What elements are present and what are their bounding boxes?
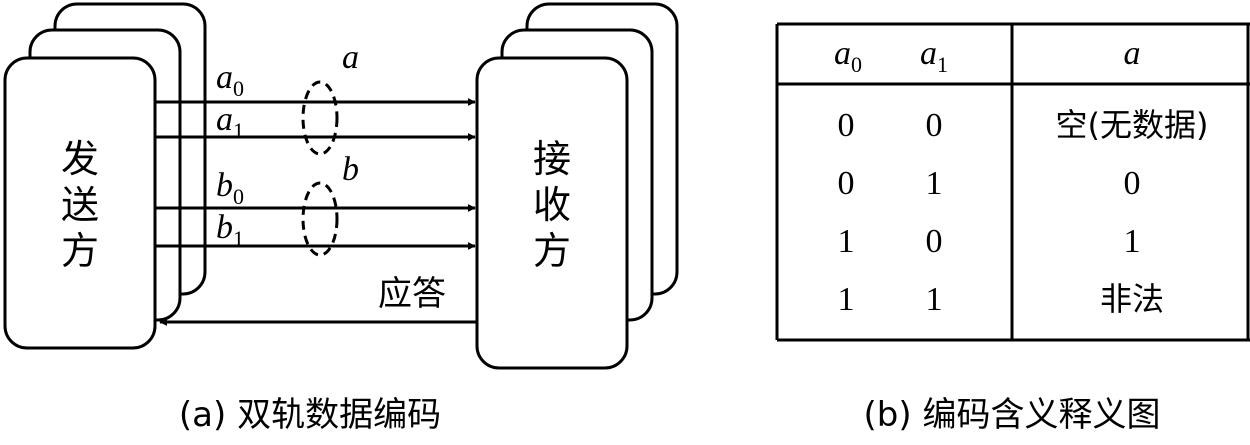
table-row: 1 1 非法 [838,280,1165,318]
table-cell: 1 [926,165,943,202]
receiver-label-3: 方 [533,229,571,273]
wire-label-a1: a1 [216,101,244,143]
table-row: 0 1 0 [838,165,1141,202]
table-cell: 1 [926,281,943,318]
sender-label-2: 送 [61,183,99,227]
table-cell: 0 [926,107,943,144]
table-cell: 0 [838,107,855,144]
wire-label-a0: a0 [216,59,244,101]
wire-label-b1: b1 [216,209,244,251]
sender-box-front [3,56,157,350]
receiver-stack [475,2,679,370]
group-ellipse-a [301,80,339,156]
ack-label: 应答 [378,274,446,314]
table-header-a1: a1 [920,35,948,77]
sender-label-3: 方 [61,229,99,273]
sender-label-1: 发 [61,137,99,181]
table-header-a0: a0 [834,35,862,77]
encoding-table [775,22,1250,342]
receiver-label-1: 接 [533,137,571,181]
receiver-label-2: 收 [533,183,571,227]
receiver-box-front [475,56,629,370]
group-ellipse-b [301,181,339,257]
table-cell: 1 [1124,223,1141,260]
table-cell: 1 [838,223,855,260]
table-cell: 非法 [1100,280,1164,318]
group-label-b: b [342,151,359,188]
table-header-a: a [1124,35,1141,72]
table-cell: 0 [926,223,943,260]
data-wires [155,98,476,250]
table-cell: 空(无数据) [1056,106,1209,144]
sender-stack [3,2,207,350]
caption-b: (b) 编码含义释义图 [864,395,1161,435]
table-cell: 0 [838,165,855,202]
wire-label-b0: b0 [216,167,244,209]
table-cell: 1 [838,281,855,318]
table-row: 0 0 空(无数据) [838,106,1209,144]
group-label-a: a [342,39,359,76]
table-cell: 0 [1124,165,1141,202]
caption-a: (a) 双轨数据编码 [179,395,441,435]
table-row: 1 0 1 [838,223,1141,260]
